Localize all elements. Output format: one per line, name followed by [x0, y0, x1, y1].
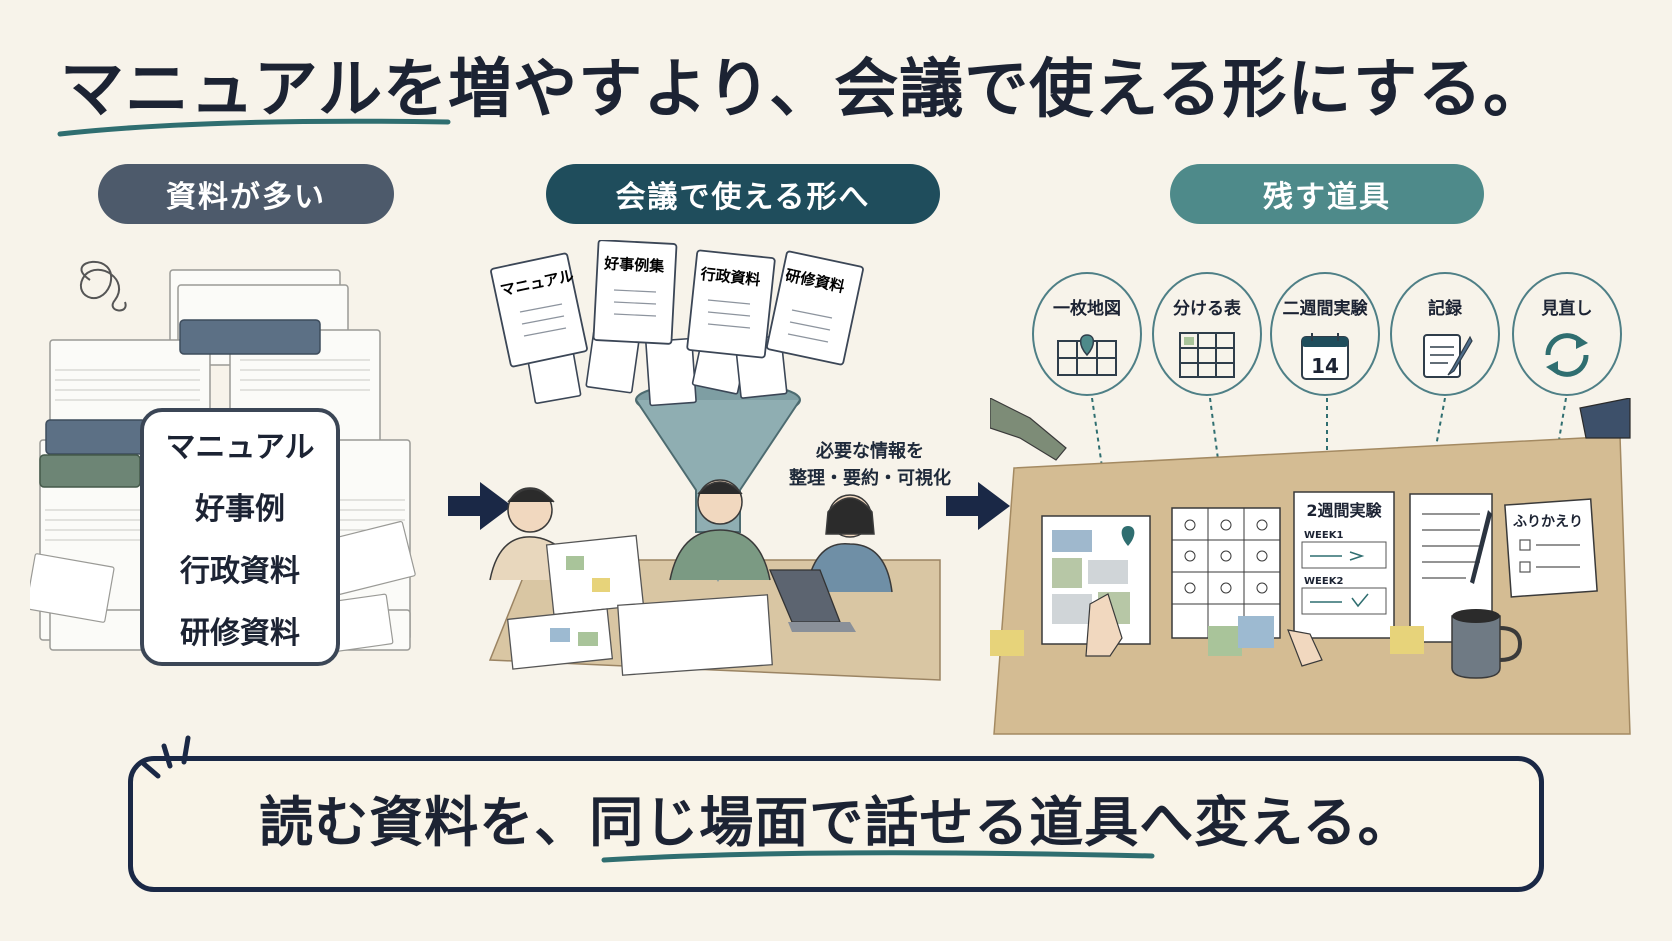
page-title: マニュアルを増やすより、会議で使える形にする。 — [60, 53, 1548, 127]
material-item: 行政資料 — [180, 554, 300, 589]
week2-label: WEEK2 — [1304, 576, 1343, 587]
materials-list-card: マニュアル 好事例 行政資料 研修資料 — [140, 408, 340, 666]
emphasis-burst-icon — [141, 735, 191, 779]
tool-record: 記録 — [1390, 272, 1500, 396]
arrow-right-icon — [946, 482, 1010, 530]
tool-one-page-map: 一枚地図 — [1032, 272, 1142, 396]
svg-text:14: 14 — [1311, 354, 1339, 378]
section-pill-many-materials: 資料が多い — [98, 164, 394, 224]
material-item: マニュアル — [165, 430, 315, 465]
funnel-note: 必要な情報を 整理・要約・可視化 — [789, 441, 951, 489]
tool-two-week-experiment: 二週間実験 14 — [1270, 272, 1380, 396]
week1-label: WEEK1 — [1304, 530, 1343, 541]
bottom-message-box — [128, 756, 1544, 892]
scribble-stress-icon — [79, 260, 127, 312]
material-item: 研修資料 — [180, 616, 300, 651]
arrow-right-icon — [448, 482, 512, 530]
refresh-cycle-icon — [1545, 333, 1589, 377]
notepad-pen-icon — [1423, 334, 1473, 378]
section-pill-meeting-form: 会議で使える形へ — [546, 164, 940, 224]
material-item: 好事例 — [195, 492, 285, 527]
desk-tools-illustration: 2週間実験 WEEK1 WEEK2 ふりかえり — [990, 398, 1631, 735]
title-underline — [57, 118, 451, 137]
grid-table-icon — [1179, 332, 1235, 378]
calendar-icon: 14 — [1301, 333, 1349, 380]
meeting-participants — [489, 479, 893, 593]
review-sheet-title: ふりかえり — [1513, 514, 1583, 530]
funnel-meeting-illustration: マニュアル 好事例集 行政資料 研修資料 — [488, 240, 941, 681]
section-pill-tools: 残す道具 — [1170, 164, 1484, 224]
map-pin-icon — [1057, 334, 1117, 376]
bottom-message-underline — [601, 850, 1155, 863]
experiment-sheet-title: 2週間実験 — [1306, 501, 1382, 520]
tool-sort-table: 分ける表 — [1152, 272, 1262, 396]
funnel-doc-label: 好事例集 — [603, 254, 666, 275]
bottom-message: 読む資料を、同じ場面で話せる道具へ変える。 — [259, 791, 1413, 854]
tool-review: 見直し — [1512, 272, 1622, 396]
